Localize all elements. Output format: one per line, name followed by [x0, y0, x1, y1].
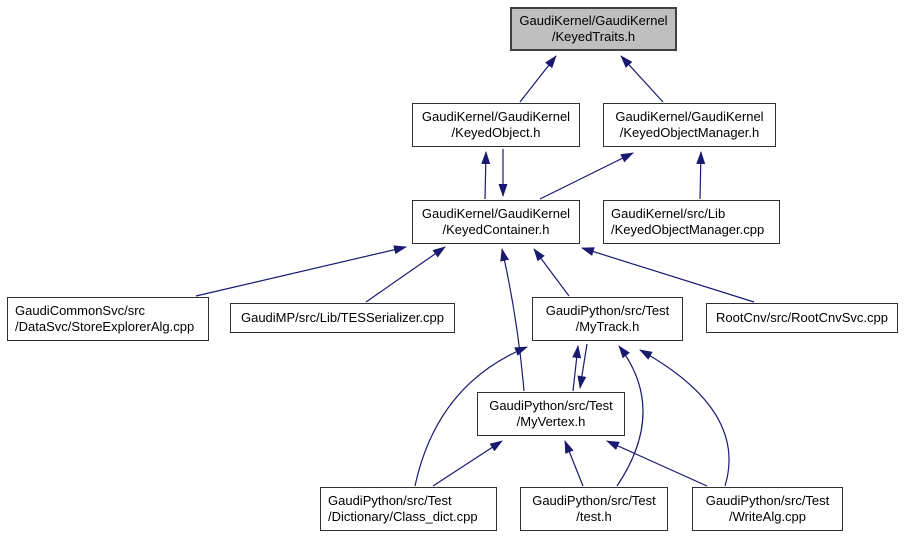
edge-keyedcontainer-to-keyedobjmanager_h: [539, 152, 634, 200]
node-label-line: /KeyedObjectManager.h: [619, 125, 760, 140]
edge-writealg-to-myvertex: [606, 440, 708, 487]
node-label-line: GaudiKernel/src/Lib: [611, 206, 726, 221]
node-label-line: /KeyedObjectManager.cpp: [611, 222, 765, 237]
node-keyedobjmanager_cpp[interactable]: GaudiKernel/src/Lib/KeyedObjectManager.c…: [603, 200, 780, 244]
node-label-line: /KeyedTraits.h: [551, 29, 636, 44]
node-mytrack[interactable]: GaudiPython/src/Test/MyTrack.h: [532, 297, 683, 341]
node-rootcnvsvc[interactable]: RootCnv/src/RootCnvSvc.cpp: [706, 303, 898, 333]
edge-classdict-to-mytrack: [414, 346, 528, 487]
edge-storeexplorer-to-keyedcontainer: [195, 245, 407, 297]
edge-testh-to-myvertex: [564, 440, 584, 487]
edge-mytrack-to-myvertex: [577, 343, 588, 389]
node-label-line: /MyVertex.h: [516, 414, 586, 429]
node-tesserializer[interactable]: GaudiMP/src/Lib/TESSerializer.cpp: [230, 303, 455, 333]
node-testh[interactable]: GaudiPython/src/Test/test.h: [520, 487, 668, 531]
node-label-line: GaudiMP/src/Lib/TESSerializer.cpp: [240, 310, 445, 325]
node-classdict[interactable]: GaudiPython/src/Test/Dictionary/Class_di…: [320, 487, 497, 531]
edge-classdict-to-myvertex: [432, 440, 503, 487]
node-label-line: GaudiKernel/GaudiKernel: [519, 13, 668, 28]
node-label-line: GaudiPython/src/Test: [489, 398, 613, 413]
edge-myvertex-to-keyedcontainer: [500, 248, 525, 392]
node-label-line: GaudiPython/src/Test: [545, 303, 670, 318]
node-label-line: GaudiKernel/GaudiKernel: [421, 109, 571, 124]
node-label-line: /KeyedObject.h: [451, 125, 541, 140]
edge-myvertex-to-mytrack: [572, 345, 582, 392]
node-myvertex[interactable]: GaudiPython/src/Test/MyVertex.h: [477, 392, 625, 436]
node-label-line: GaudiKernel/GaudiKernel: [421, 206, 571, 221]
node-label-line: GaudiPython/src/Test: [328, 493, 452, 508]
node-label-line: GaudiKernel/GaudiKernel: [615, 109, 764, 124]
node-keyedtraits[interactable]: GaudiKernel/GaudiKernel/KeyedTraits.h: [510, 7, 677, 51]
node-keyedcontainer[interactable]: GaudiKernel/GaudiKernel/KeyedContainer.h: [412, 200, 580, 244]
node-label-line: /MyTrack.h: [575, 319, 640, 334]
node-label-line: RootCnv/src/RootCnvSvc.cpp: [716, 310, 888, 325]
node-label-line: GaudiPython/src/Test: [532, 493, 656, 508]
node-keyedobject[interactable]: GaudiKernel/GaudiKernel/KeyedObject.h: [412, 103, 580, 147]
edge-rootcnvsvc-to-keyedcontainer: [581, 247, 755, 303]
node-label-line: /KeyedContainer.h: [442, 222, 550, 237]
edge-mytrack-to-keyedcontainer: [533, 248, 570, 297]
node-label-line: /test.h: [576, 509, 612, 524]
node-label-line: GaudiPython/src/Test: [705, 493, 830, 508]
edge-keyedobjmanager_cpp-to-keyedobjmanager_h: [696, 151, 706, 200]
node-label-line: GaudiCommonSvc/src: [15, 303, 146, 318]
edge-keyedobjmanager_h-to-keyedtraits: [620, 55, 664, 103]
edge-tesserializer-to-keyedcontainer: [365, 246, 446, 303]
edge-writealg-to-mytrack: [639, 349, 730, 487]
node-label-line: /Dictionary/Class_dict.cpp: [328, 509, 478, 524]
edge-testh-to-mytrack: [616, 345, 644, 487]
edge-keyedcontainer-to-keyedobject: [481, 151, 491, 200]
node-label-line: /DataSvc/StoreExplorerAlg.cpp: [15, 319, 195, 334]
edge-keyedobject-to-keyedtraits: [519, 55, 557, 103]
node-writealg[interactable]: GaudiPython/src/Test/WriteAlg.cpp: [692, 487, 843, 531]
node-label-line: /WriteAlg.cpp: [728, 509, 807, 524]
node-keyedobjmanager_h[interactable]: GaudiKernel/GaudiKernel/KeyedObjectManag…: [603, 103, 776, 147]
node-storeexplorer[interactable]: GaudiCommonSvc/src/DataSvc/StoreExplorer…: [7, 297, 209, 341]
